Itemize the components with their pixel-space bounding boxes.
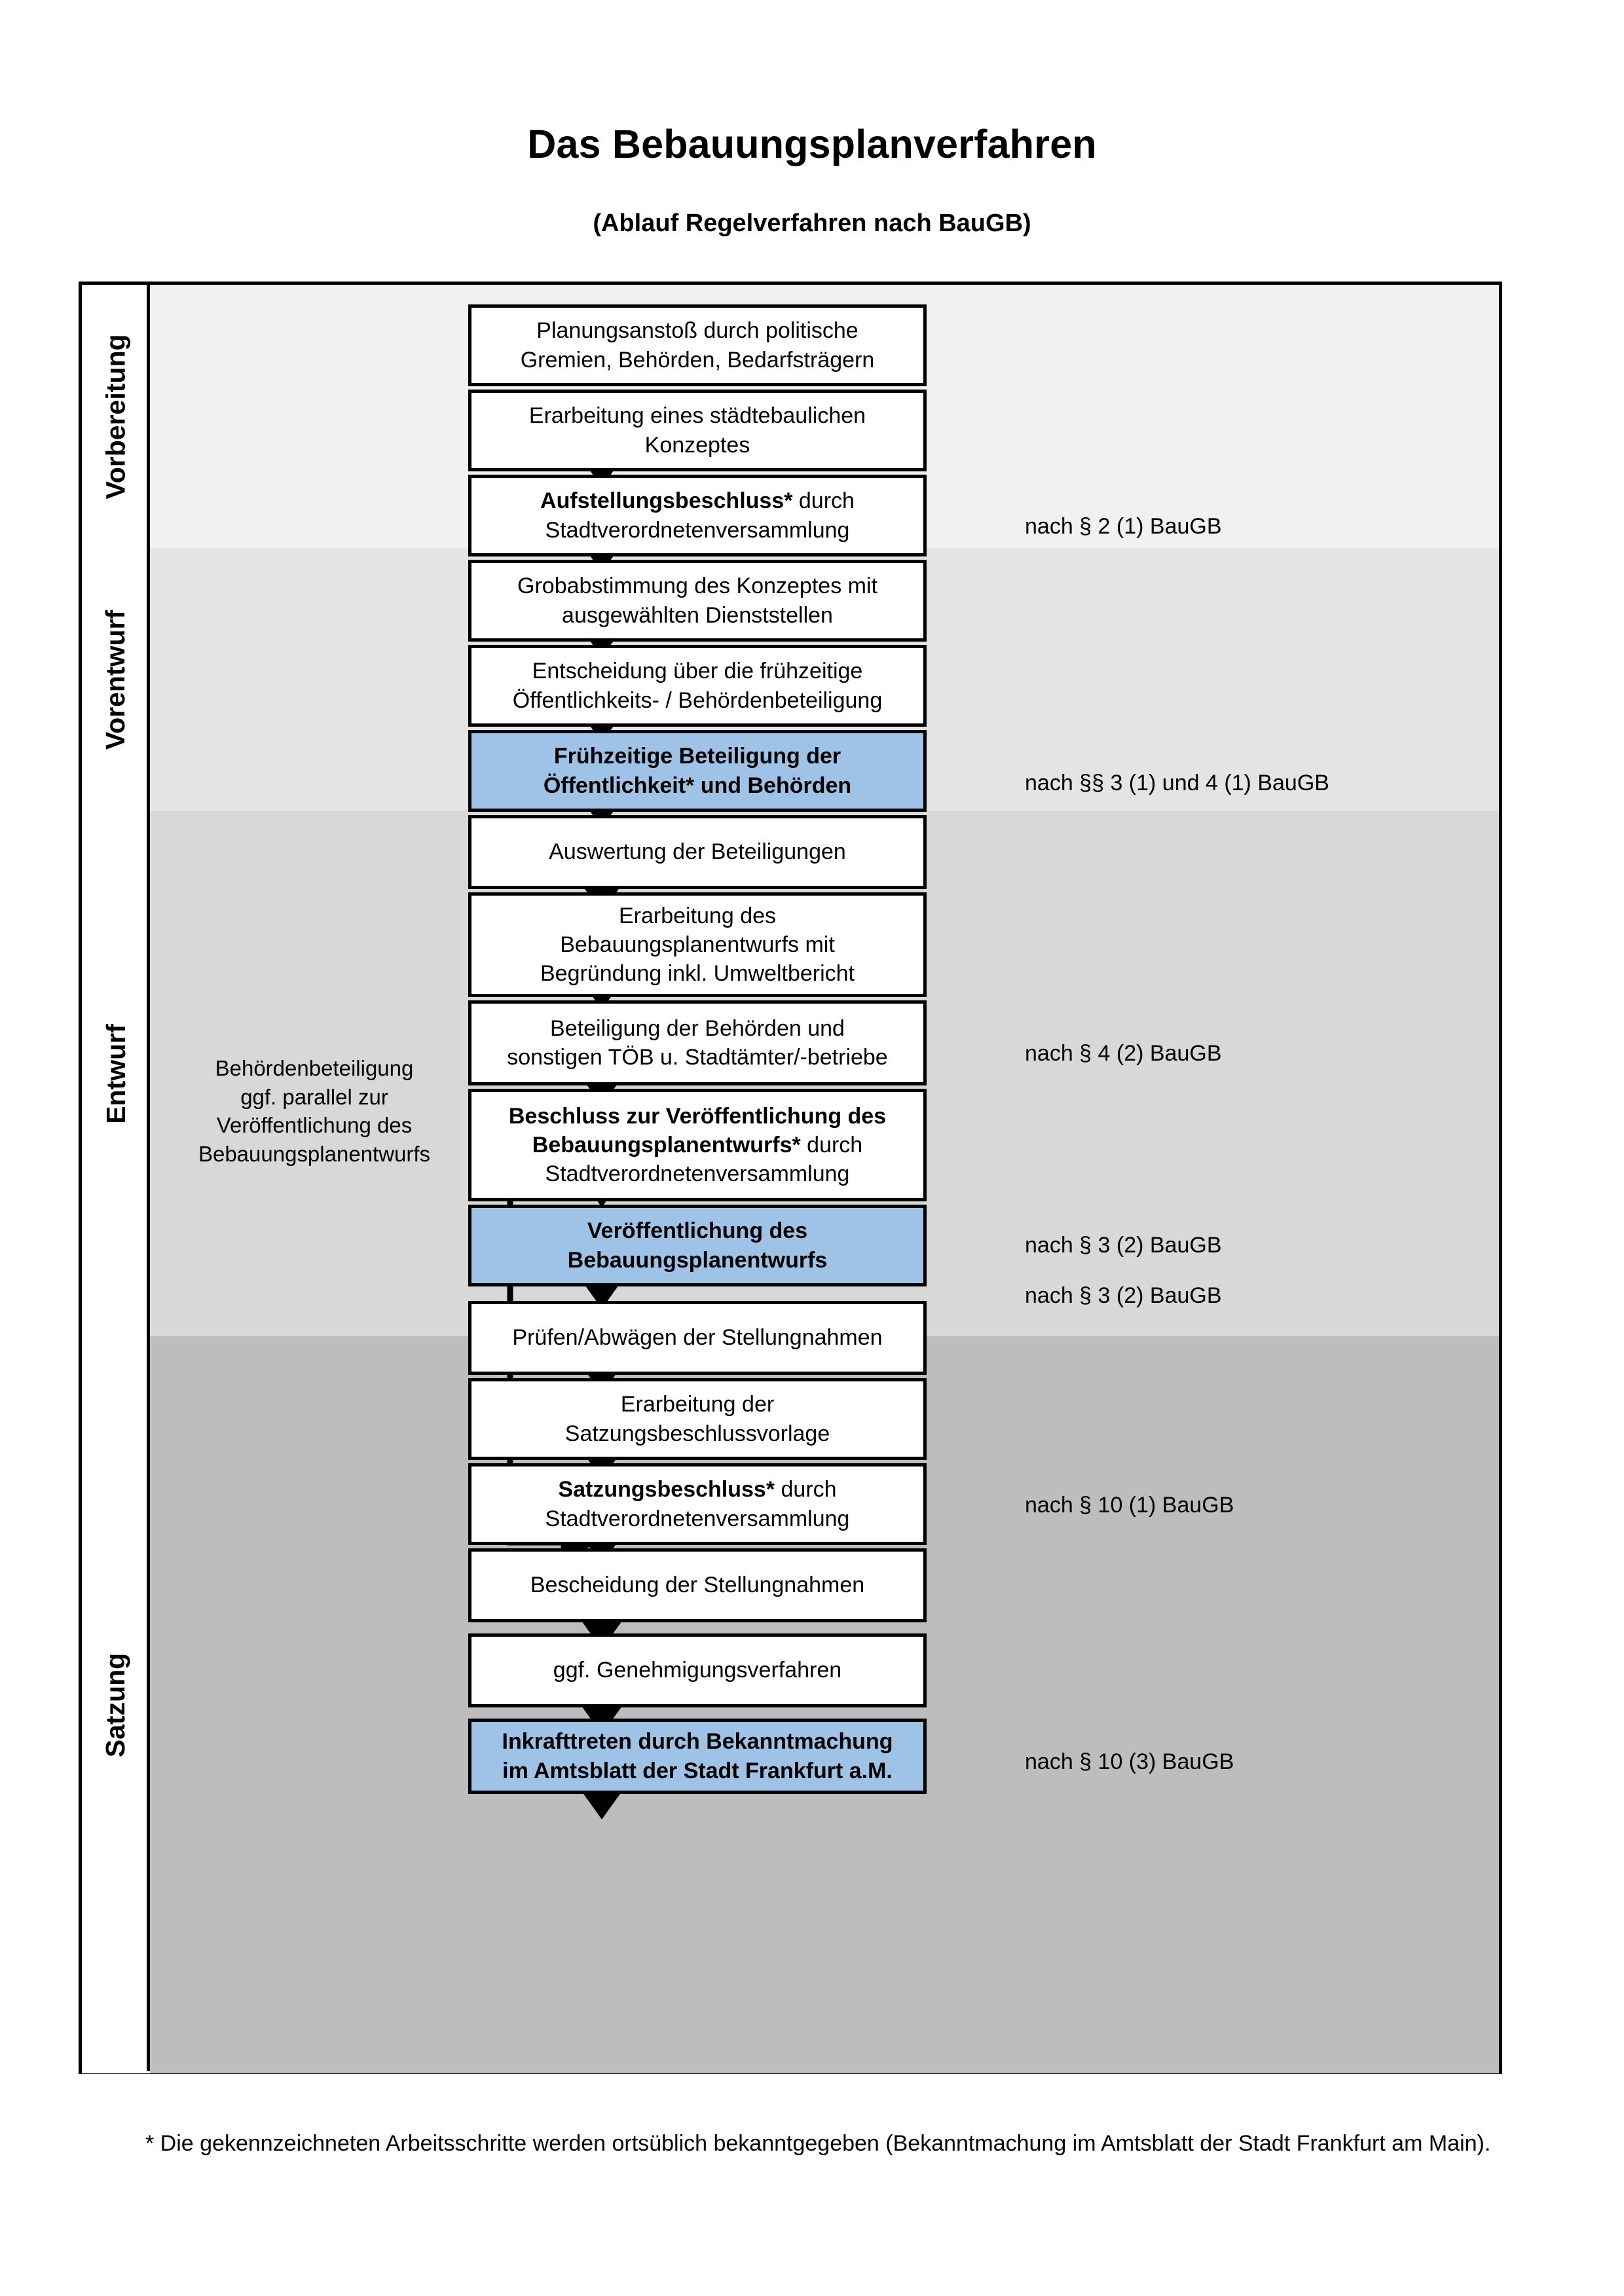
box-line-bold: Beschluss zur Veröffentlichung des bbox=[508, 1103, 887, 1129]
process-box-genehmigungsverfahren[interactable]: ggf. Genehmigungsverfahren bbox=[468, 1633, 927, 1707]
process-box-fruehzeitige-beteiligung[interactable]: Frühzeitige Beteiligung der Öffentlichke… bbox=[468, 730, 927, 812]
box-line-bold: Inkrafttreten bbox=[502, 1729, 632, 1755]
phase-label-entwurf: Entwurf bbox=[82, 811, 150, 1336]
process-box-erarbeitung-satzungsbeschlussvorlage[interactable]: Erarbeitung der Satzungsbeschlussvorlage bbox=[468, 1378, 927, 1460]
box-line-bold: Aufstellungsbeschluss* bbox=[540, 488, 793, 514]
box-line: Gremien, Behörden, Bedarfsträgern bbox=[520, 347, 875, 373]
phase-label-text: Vorbereitung bbox=[100, 333, 131, 500]
process-box-pruefen-abwaegen[interactable]: Prüfen/Abwägen der Stellungnahmen bbox=[468, 1301, 927, 1375]
phase-label-vorbereitung: Vorbereitung bbox=[82, 285, 150, 548]
box-line: durch bbox=[775, 1477, 837, 1503]
sidenote-behoerdenbeteiligung: Behördenbeteiligung ggf. parallel zur Ve… bbox=[170, 1054, 458, 1168]
process-box-beschluss-veroeffentlichung[interactable]: Beschluss zur Veröffentlichung des Bebau… bbox=[468, 1089, 927, 1201]
sidenote-line: ggf. parallel zur bbox=[240, 1084, 388, 1109]
process-box-staedtebauliches-konzept[interactable]: Erarbeitung eines städtebaulichen Konzep… bbox=[468, 390, 927, 471]
process-box-erarbeitung-bplanentwurf[interactable]: Erarbeitung des Bebauungsplanentwurfs mi… bbox=[468, 892, 927, 997]
page-subtitle: (Ablauf Regelverfahren nach BauGB) bbox=[593, 210, 1031, 237]
box-line: Entscheidung über die frühzeitige bbox=[532, 659, 863, 684]
box-line: Konzeptes bbox=[644, 432, 750, 458]
cite-par3-2-a: nach § 3 (2) BauGB bbox=[1025, 1233, 1222, 1258]
box-line: Bescheidung der Stellungnahmen bbox=[530, 1573, 865, 1598]
process-box-beteiligung-behoerden-toeb[interactable]: Beteiligung der Behörden und sonstigen T… bbox=[468, 1000, 927, 1085]
cite-par10-1: nach § 10 (1) BauGB bbox=[1025, 1493, 1234, 1518]
process-box-aufstellungsbeschluss[interactable]: Aufstellungsbeschluss* durch Stadtverord… bbox=[468, 475, 927, 556]
box-line-bold: Satzungsbeschluss* bbox=[558, 1477, 775, 1503]
box-line: Öffentlichkeits- / Behördenbeteiligung bbox=[512, 687, 883, 713]
diagram-frame: Vorbereitung Vorentwurf Entwurf Satzung bbox=[79, 282, 1502, 2074]
box-line: Öffentlichkeit* und Behörden bbox=[543, 773, 852, 798]
cite-par4-2: nach § 4 (2) BauGB bbox=[1025, 1041, 1222, 1066]
process-box-satzungsbeschluss[interactable]: Satzungsbeschluss* durch Stadtverordnete… bbox=[468, 1463, 927, 1545]
process-box-auswertung-beteiligungen[interactable]: Auswertung der Beteiligungen bbox=[468, 815, 927, 889]
footnote: * Die gekennzeichneten Arbeitsschritte w… bbox=[145, 2131, 1491, 2156]
box-line: Frühzeitige Beteiligung der bbox=[553, 744, 841, 769]
cite-par10-3: nach § 10 (3) BauGB bbox=[1025, 1749, 1234, 1774]
box-line: Bebauungsplanentwurfs bbox=[567, 1247, 828, 1273]
box-line: im Amtsblatt der Stadt Frankfurt a.M. bbox=[502, 1758, 893, 1783]
process-box-veroeffentlichung-bplanentwurf[interactable]: Veröffentlichung des Bebauungsplanentwur… bbox=[468, 1205, 927, 1286]
process-box-bescheidung-stellungnahmen[interactable]: Bescheidung der Stellungnahmen bbox=[468, 1548, 927, 1622]
box-line: Erarbeitung der bbox=[620, 1392, 775, 1417]
box-line: durch bbox=[792, 488, 855, 514]
box-line: Stadtverordnetenversammlung bbox=[545, 1506, 850, 1531]
cite-par3-2-b: nach § 3 (2) BauGB bbox=[1025, 1283, 1222, 1308]
phase-label-vorentwurf: Vorentwurf bbox=[82, 548, 150, 811]
box-line: Stadtverordnetenversammlung bbox=[545, 517, 850, 543]
sidenote-line: Bebauungsplanentwurfs bbox=[198, 1141, 431, 1166]
box-line: Stadtverordnetenversammlung bbox=[545, 1161, 850, 1187]
box-line: durch bbox=[800, 1132, 863, 1157]
box-line: Grobabstimmung des Konzeptes mit bbox=[517, 574, 877, 599]
box-line: Prüfen/Abwägen der Stellungnahmen bbox=[512, 1325, 883, 1351]
box-line: Erarbeitung des bbox=[618, 903, 777, 928]
box-line: ausgewählten Dienststellen bbox=[562, 602, 833, 628]
box-line: Beteiligung der Behörden und bbox=[550, 1015, 845, 1041]
process-box-inkrafttreten[interactable]: Inkrafttreten durch Bekanntmachung im Am… bbox=[468, 1719, 927, 1794]
box-line: Erarbeitung eines städtebaulichen bbox=[528, 403, 866, 429]
cite-par3-1-4-1: nach §§ 3 (1) und 4 (1) BauGB bbox=[1025, 771, 1329, 795]
box-line: Begründung inkl. Umweltbericht bbox=[540, 961, 855, 987]
box-line: Veröffentlichung des bbox=[587, 1218, 808, 1244]
process-box-entscheidung-fruehzeitige[interactable]: Entscheidung über die frühzeitige Öffent… bbox=[468, 645, 927, 727]
sidenote-line: Veröffentlichung des bbox=[216, 1113, 413, 1138]
box-line: ggf. Genehmigungsverfahren bbox=[553, 1658, 842, 1683]
phase-label-text: Vorentwurf bbox=[100, 610, 131, 750]
box-line: durch Bekanntmachung bbox=[631, 1729, 893, 1755]
box-line-bold: Bebauungsplanentwurfs* bbox=[532, 1132, 801, 1157]
box-line: Satzungsbeschlussvorlage bbox=[564, 1421, 830, 1446]
page-title: Das Bebauungsplanverfahren bbox=[527, 122, 1097, 166]
box-line: Planungsanstoß durch politische bbox=[536, 318, 858, 344]
process-box-planungsanstoss[interactable]: Planungsanstoß durch politische Gremien,… bbox=[468, 304, 927, 386]
cite-par2-1: nach § 2 (1) BauGB bbox=[1025, 514, 1222, 539]
box-line: Auswertung der Beteiligungen bbox=[549, 839, 846, 865]
phase-label-text: Satzung bbox=[100, 1652, 131, 1757]
sidenote-line: Behördenbeteiligung bbox=[215, 1056, 414, 1080]
phase-label-text: Entwurf bbox=[100, 1023, 131, 1124]
phase-gutter-divider bbox=[147, 285, 150, 2071]
box-line: sonstigen TÖB u. Stadtämter/-betriebe bbox=[507, 1045, 888, 1070]
process-box-grobabstimmung[interactable]: Grobabstimmung des Konzeptes mit ausgewä… bbox=[468, 560, 927, 642]
box-line: Bebauungsplanentwurfs mit bbox=[560, 932, 835, 957]
phase-label-satzung: Satzung bbox=[82, 1336, 150, 2073]
